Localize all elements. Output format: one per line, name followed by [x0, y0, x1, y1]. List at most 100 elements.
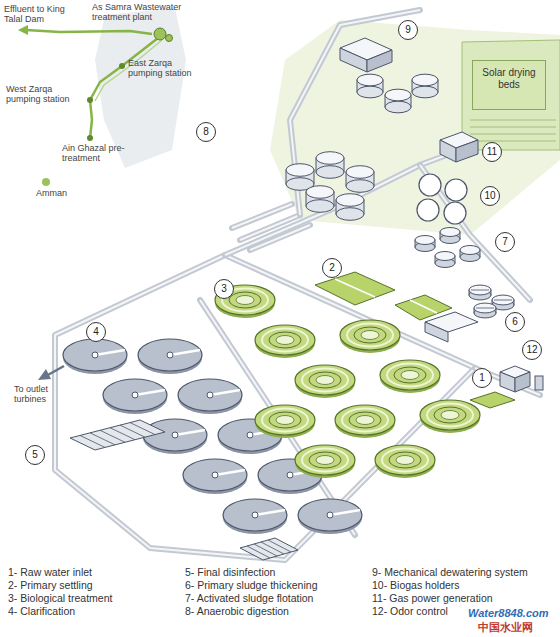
- bridge: [215, 470, 245, 475]
- bed-line: [470, 127, 556, 128]
- callout-number: 8: [196, 122, 216, 142]
- bio-tank: [335, 405, 395, 435]
- callout-digit: 5: [32, 450, 38, 460]
- callout-digit: 11: [487, 147, 497, 157]
- tank-ring: [262, 329, 308, 352]
- cylinder-top: [385, 89, 411, 101]
- watermark: 中国水业网: [478, 621, 533, 634]
- bio-tank: [375, 445, 435, 475]
- bio-tank: [215, 285, 275, 315]
- bed-line: [470, 134, 556, 135]
- legend-line: 10- Biogas holders: [372, 579, 460, 591]
- tank-ring: [349, 412, 381, 428]
- hidden-guide: [0, 0, 91, 438]
- cylinder-base: [306, 200, 334, 213]
- legend-line: 12- Odor control: [372, 605, 448, 617]
- map-label: As Samra Wastewater treatment plant: [92, 2, 196, 23]
- bio-tank: [295, 445, 355, 475]
- stack: [535, 376, 543, 390]
- hidden-guide: [0, 0, 74, 438]
- legend-line: 3- Biological treatment: [8, 592, 112, 604]
- hidden-guide: [0, 0, 78, 438]
- callout-number: 5: [25, 445, 45, 465]
- biogas-sphere: [444, 202, 466, 224]
- map-label: Amman: [36, 188, 96, 198]
- cylinder-top: [440, 228, 460, 237]
- road-center: [55, 255, 475, 560]
- legend-line: 9- Mechanical dewatering system: [372, 566, 528, 578]
- tank-ring: [342, 409, 388, 432]
- callout-digit: 6: [512, 317, 518, 327]
- cylinder-top: [336, 194, 364, 207]
- cylinder-base: [385, 101, 411, 113]
- channel-wall: [130, 423, 155, 435]
- map-label: Effluent to King Talal Dam: [4, 4, 76, 25]
- cylinder-top: [316, 152, 344, 165]
- tank-divider: [335, 279, 375, 297]
- cylinder-base: [412, 86, 438, 98]
- hidden-guide: [0, 0, 87, 438]
- bridge: [95, 350, 125, 355]
- bridge: [255, 510, 285, 515]
- channel-wall: [268, 540, 291, 552]
- callout-digit: 10: [484, 191, 495, 201]
- center-well: [132, 392, 138, 398]
- center-well: [287, 472, 293, 478]
- map-label: East Zarqa pumping station: [128, 58, 203, 79]
- tank-ring: [434, 407, 466, 423]
- legend-line: 5- Final disinfection: [185, 566, 275, 578]
- tank-ring: [316, 456, 334, 465]
- biogas-sphere: [445, 179, 467, 201]
- center-well: [252, 512, 258, 518]
- tank-ring: [394, 367, 426, 383]
- clarifier: [223, 499, 287, 531]
- cylinder-base: [336, 208, 364, 221]
- bio-tank: [255, 405, 315, 435]
- area-label: Solar drying beds: [472, 60, 546, 110]
- disinfection-tank: [70, 420, 165, 450]
- wall: [425, 322, 448, 342]
- cylinder-base: [316, 166, 344, 179]
- arrowhead: [38, 369, 51, 380]
- cylinder-top: [412, 74, 438, 86]
- legend-line: 11- Gas power generation: [372, 592, 493, 604]
- tank-ring: [276, 416, 294, 425]
- callout-digit: 7: [502, 237, 508, 247]
- green-ground: [270, 20, 560, 235]
- callout-digit: 9: [405, 25, 411, 35]
- bridge: [210, 390, 240, 395]
- cylinder-top: [286, 164, 314, 177]
- clarifier: [138, 339, 202, 371]
- callout-number: 11: [482, 142, 502, 162]
- station-dot: [87, 135, 93, 141]
- scraper: [494, 300, 512, 301]
- center-well: [92, 352, 98, 358]
- road: [225, 150, 460, 255]
- wall: [500, 372, 515, 392]
- tank-ring: [356, 416, 374, 425]
- center-well: [207, 392, 213, 398]
- callout-digit: 3: [221, 284, 227, 294]
- tank-ring: [302, 449, 348, 472]
- map-label: West Zarqa pumping station: [6, 84, 81, 105]
- wall: [456, 140, 478, 162]
- tank-ring: [229, 292, 261, 308]
- city-dot: [42, 178, 50, 186]
- cylinder-top: [415, 236, 435, 245]
- tank-ring: [382, 449, 428, 472]
- bridge: [135, 390, 165, 395]
- biogas-sphere: [419, 174, 441, 196]
- channel-wall: [90, 433, 115, 445]
- hidden-guide: [0, 0, 83, 438]
- map-label: Ain Ghazal pre-treatment: [62, 143, 128, 164]
- wall: [440, 140, 456, 162]
- center-well: [212, 472, 218, 478]
- channel-wall: [254, 544, 277, 556]
- effluent-line: [26, 30, 152, 34]
- callout-number: 7: [495, 232, 515, 252]
- road-center: [420, 165, 530, 300]
- bed-line: [470, 120, 556, 121]
- callout-number: 4: [86, 322, 106, 342]
- bio-tank: [380, 360, 440, 390]
- clarifier: [178, 379, 242, 411]
